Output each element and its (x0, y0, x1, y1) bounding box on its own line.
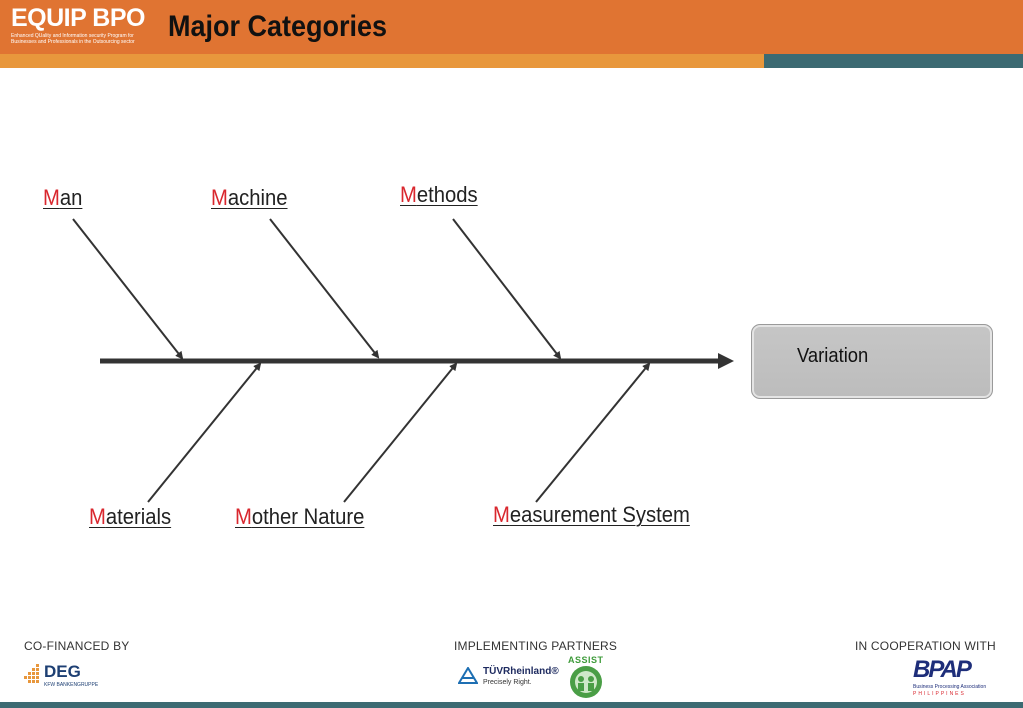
cause-label-mother-nature: Mother Nature (235, 504, 365, 529)
bpap-subtitle: Business Processing Association (913, 684, 987, 690)
cooperation-label: IN COOPERATION WITH (855, 639, 996, 653)
effect-box: Variation (751, 324, 993, 399)
cause-label-methods: Methods (400, 182, 478, 207)
cause-label-measurement-system: Measurement System (493, 502, 690, 527)
bone-man (72, 218, 184, 360)
bpap-country: PHILIPPINES (913, 691, 966, 697)
footer-bar (0, 702, 1023, 708)
assist-logo: ASSIST (564, 655, 610, 699)
bone-materials (147, 362, 262, 503)
equip-bpo-logo: EQUIP BPO (11, 4, 145, 32)
bone-machine (269, 218, 380, 359)
tuv-rheinland-logo: TÜVRheinland® Precisely Right. (458, 664, 568, 694)
header-bar (0, 0, 1023, 54)
tuv-name: TÜVRheinland® (483, 666, 559, 677)
tuv-triangle-icon (458, 667, 478, 684)
cause-label-machine: Machine (211, 185, 288, 210)
deg-name: DEG (44, 662, 81, 681)
bone-mother-nature (343, 362, 458, 503)
deg-logo: DEG KFW BANKENGRUPPE (24, 662, 114, 690)
cause-label-materials: Materials (89, 504, 172, 529)
tuv-tagline: Precisely Right. (483, 679, 532, 686)
header-accent-bar (0, 54, 764, 68)
assist-emblem-icon (570, 666, 602, 698)
deg-subtitle: KFW BANKENGRUPPE (44, 682, 99, 688)
page-title: Major Categories (168, 10, 388, 43)
assist-name: ASSIST (568, 655, 604, 665)
bone-measurement-system (535, 362, 651, 503)
cofinanced-label: CO-FINANCED BY (24, 639, 130, 653)
deg-dots-icon (24, 664, 39, 683)
header-teal-bar (764, 54, 1023, 68)
bpap-name: BPAP (913, 656, 972, 683)
bpap-logo: BPAP Business Processing Association PHI… (911, 656, 1003, 700)
bone-methods (452, 218, 562, 360)
implementing-partners-label: IMPLEMENTING PARTNERS (454, 639, 618, 653)
effect-label: Variation (797, 345, 869, 367)
equip-bpo-tagline: Enhanced QUality and Information securit… (11, 33, 135, 45)
cause-label-man: Man (43, 185, 83, 210)
